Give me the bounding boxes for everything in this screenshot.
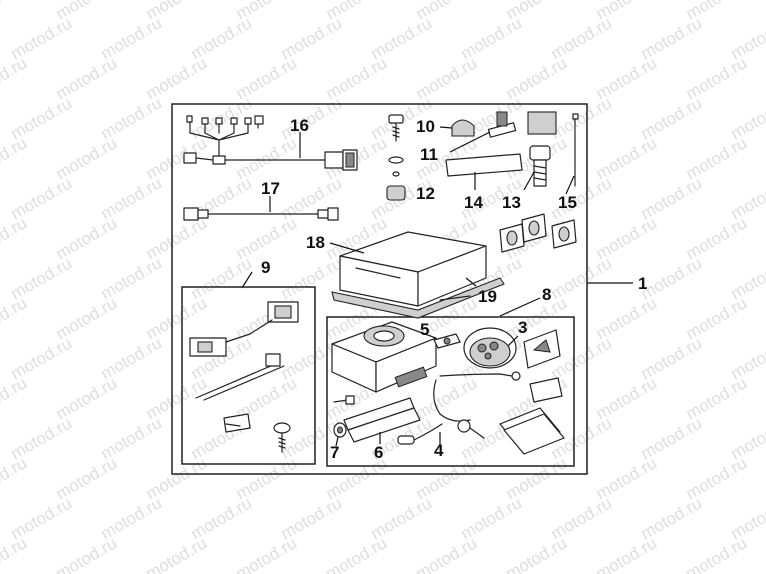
watermark-text: motod.ru	[0, 133, 30, 183]
callout-4: 4	[434, 441, 444, 460]
part-18-tray	[329, 231, 487, 307]
watermark-text: motod.ru	[0, 373, 30, 423]
callout-1: 1	[638, 274, 647, 293]
part-3-remote	[463, 327, 519, 369]
part-4-sensor-cable	[397, 371, 521, 446]
callout-14: 14	[464, 193, 483, 212]
part-10-cap-nut	[439, 119, 475, 137]
callout-8: 8	[542, 285, 551, 304]
watermark-text: motod.ru	[0, 213, 30, 263]
callout-11: 11	[420, 145, 438, 164]
watermark-text: motod.ru	[0, 533, 30, 574]
part-9-connector-harness	[189, 301, 299, 357]
watermark-text: motod.ru	[233, 533, 301, 574]
callout-6: 6	[374, 443, 383, 462]
part-manuals	[499, 377, 565, 455]
part-9-clip-and-screw	[223, 413, 291, 453]
callout-13: 13	[502, 193, 521, 212]
watermark-text: motod.ru	[323, 533, 391, 574]
part-pad	[527, 111, 557, 135]
watermark-text: motod.ru	[53, 533, 121, 574]
watermark-text: motod.ru	[683, 533, 751, 574]
leader-9	[241, 271, 253, 289]
callout-15: 15	[558, 193, 577, 212]
part-8-siren-unit	[331, 321, 437, 393]
callout-7: 7	[330, 443, 339, 462]
part-19-bracket	[331, 277, 505, 319]
leader-8	[499, 297, 541, 317]
callout-12: 12	[416, 184, 435, 203]
watermark-text: motod.ru	[0, 293, 30, 343]
callout-17: 17	[261, 179, 280, 198]
watermark-text: motod.ru	[728, 93, 766, 143]
watermark-text: motod.ru	[0, 0, 30, 23]
part-15-cable-tie	[565, 113, 579, 195]
callout-19: 19	[478, 287, 497, 306]
callout-5: 5	[420, 320, 429, 339]
callout-3: 3	[518, 318, 527, 337]
part-6-gasket	[343, 397, 421, 444]
watermark-text: motod.ru	[0, 53, 30, 103]
callout-labels: 1 3 4 5 6 7 8 9 10 11 12 13 14 15 16 17 …	[261, 116, 647, 462]
part-17-wire	[183, 196, 339, 221]
watermark-text: motod.ru	[728, 13, 766, 63]
callout-16: 16	[290, 116, 309, 135]
watermark-text: motod.ru	[0, 453, 30, 503]
watermark-text: motod.ru	[728, 253, 766, 303]
part-14-tape	[445, 153, 523, 190]
watermark-text: motod.ru	[143, 533, 211, 574]
part-grommets	[499, 213, 577, 253]
watermark-text: motod.ru	[728, 493, 766, 543]
watermark-text: motod.ru	[503, 533, 571, 574]
watermark-text: motod.ru	[413, 533, 481, 574]
part-5-key-tag	[433, 333, 461, 349]
watermark-text: motod.ru	[593, 533, 661, 574]
part-7-screw	[333, 395, 355, 447]
part-screw-washer-stack	[386, 114, 406, 201]
part-13-bolt	[523, 145, 551, 191]
watermark-text: motod.ru	[728, 413, 766, 463]
subkit-8-frame	[326, 316, 575, 467]
callout-9: 9	[261, 258, 270, 277]
part-16-wiring-harness	[183, 115, 358, 171]
callout-18: 18	[306, 233, 325, 252]
part-emblem-card	[523, 329, 561, 369]
watermark-text: motod.ru	[728, 173, 766, 223]
callout-10: 10	[416, 117, 435, 136]
watermark-text: motod.ru	[728, 333, 766, 383]
part-9-tie-strap	[195, 353, 285, 401]
subkit-9-frame	[181, 286, 316, 465]
kit-frame	[171, 103, 588, 475]
part-11-clip	[449, 111, 517, 153]
